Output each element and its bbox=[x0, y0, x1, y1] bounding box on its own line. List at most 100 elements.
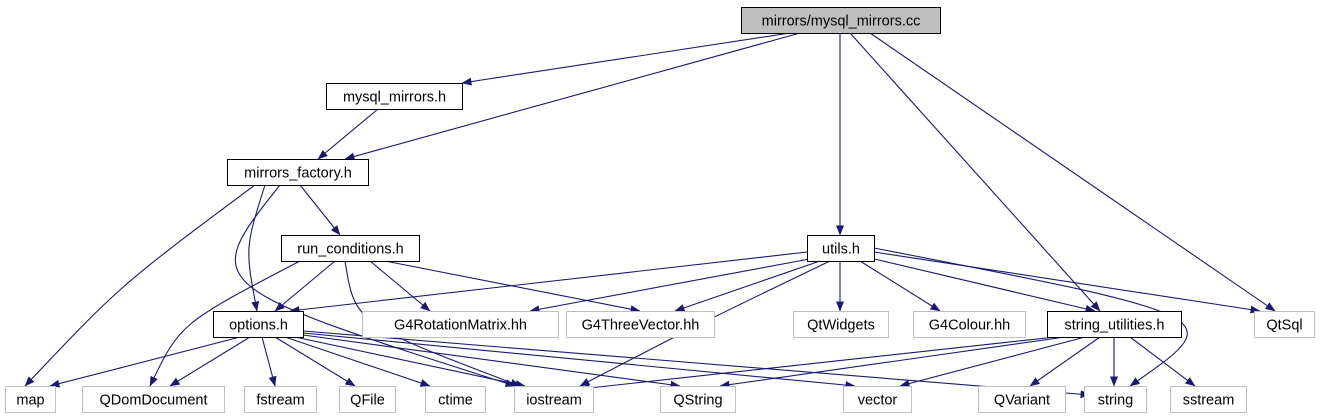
edge-run_conditions_h-to-QDomDocument bbox=[149, 260, 301, 387]
edge-mirrors_factory_h-to-options_h bbox=[248, 184, 266, 312]
node-box bbox=[213, 311, 304, 338]
node-box bbox=[244, 386, 317, 413]
node-box bbox=[843, 386, 912, 413]
node-box bbox=[978, 386, 1066, 413]
node-string: string bbox=[1084, 386, 1147, 413]
edge-options_h-to-ctime bbox=[284, 336, 431, 387]
node-QVariant: QVariant bbox=[978, 386, 1066, 413]
node-label: QtSql bbox=[1266, 318, 1302, 334]
edge-string_utilities_h-to-QVariant bbox=[1029, 336, 1101, 387]
edge-string_utilities_h-to-QString bbox=[719, 336, 1066, 389]
edge-string_utilities_h-to-iostream bbox=[579, 336, 1056, 392]
edge-utils_h-to-G4RotationMatrix_hh bbox=[529, 257, 816, 314]
node-box bbox=[660, 386, 736, 413]
node-box bbox=[326, 83, 463, 110]
node-label: mirrors/mysql_mirrors.cc bbox=[762, 14, 921, 30]
node-mirrors-factory-h[interactable]: mirrors_factory.h bbox=[227, 159, 369, 186]
edge-utils_h-to-G4Colour_hh bbox=[859, 260, 941, 312]
node-label: map bbox=[16, 393, 44, 409]
edge-mysql_mirrors_cc-to-string_utilities_h bbox=[849, 32, 1101, 312]
node-box bbox=[741, 7, 941, 34]
node-label: vector bbox=[858, 393, 898, 409]
nodes-layer: mirrors/mysql_mirrors.cc mysql_mirrors.hm… bbox=[5, 7, 1315, 413]
node-iostream: iostream bbox=[514, 386, 594, 413]
node-box bbox=[1047, 311, 1182, 338]
node-label: sstream bbox=[1183, 393, 1235, 409]
node-box bbox=[514, 386, 594, 413]
node-box bbox=[5, 386, 56, 413]
edge-utils_h-to-string_utilities_h bbox=[869, 257, 1096, 313]
node-map: map bbox=[5, 386, 56, 413]
node-label: options.h bbox=[229, 318, 288, 334]
node-mysql-mirrors-h[interactable]: mysql_mirrors.h bbox=[326, 83, 463, 110]
node-QDomDocument: QDomDocument bbox=[82, 386, 225, 413]
node-label: G4ThreeVector.hh bbox=[582, 318, 700, 334]
edge-run_conditions_h-to-options_h bbox=[274, 260, 336, 312]
node-string-utilities-h[interactable]: string_utilities.h bbox=[1047, 311, 1182, 338]
node-label: G4Colour.hh bbox=[929, 318, 1010, 334]
node-label: run_conditions.h bbox=[297, 242, 403, 258]
node-G4Colour-hh: G4Colour.hh bbox=[913, 311, 1026, 338]
node-box bbox=[339, 386, 396, 413]
node-label: fstream bbox=[256, 393, 304, 409]
edge-mirrors_factory_h-to-map bbox=[24, 184, 256, 387]
node-G4RotationMatrix-hh: G4RotationMatrix.hh bbox=[362, 311, 559, 338]
node-box bbox=[566, 311, 715, 338]
node-QtWidgets: QtWidgets bbox=[793, 311, 889, 338]
node-label: mirrors_factory.h bbox=[244, 166, 352, 182]
edge-utils_h-to-QtSql bbox=[873, 251, 1261, 314]
node-QFile: QFile bbox=[339, 386, 396, 413]
node-mysql-mirrors-cc[interactable]: mirrors/mysql_mirrors.cc bbox=[741, 7, 941, 34]
node-box bbox=[793, 311, 889, 338]
edge-options_h-to-QDomDocument bbox=[169, 336, 251, 387]
node-label: QVariant bbox=[994, 393, 1050, 409]
edge-mirrors_factory_h-to-run_conditions_h bbox=[299, 184, 341, 236]
node-G4ThreeVector-hh: G4ThreeVector.hh bbox=[566, 311, 715, 338]
edge-run_conditions_h-to-G4RotationMatrix_hh bbox=[369, 260, 431, 312]
node-label: utils.h bbox=[822, 242, 860, 258]
node-options-h[interactable]: options.h bbox=[213, 311, 304, 338]
node-run-conditions-h[interactable]: run_conditions.h bbox=[281, 235, 420, 262]
edge-options_h-to-QString bbox=[302, 334, 681, 389]
node-box bbox=[1170, 386, 1247, 413]
node-utils-h[interactable]: utils.h bbox=[807, 235, 875, 262]
node-fstream: fstream bbox=[244, 386, 317, 413]
node-label: ctime bbox=[438, 393, 473, 409]
node-label: mysql_mirrors.h bbox=[343, 90, 446, 106]
edge-string_utilities_h-to-sstream bbox=[1129, 336, 1196, 387]
node-box bbox=[913, 311, 1026, 338]
node-sstream: sstream bbox=[1170, 386, 1247, 413]
node-label: QString bbox=[673, 393, 722, 409]
node-vector: vector bbox=[843, 386, 912, 413]
node-box bbox=[362, 311, 559, 338]
edge-utils_h-to-options_h bbox=[289, 251, 808, 314]
node-label: QFile bbox=[350, 393, 385, 409]
node-label: string_utilities.h bbox=[1065, 318, 1165, 334]
edge-mysql_mirrors_cc-to-QtSql bbox=[869, 32, 1276, 312]
edge-options_h-to-fstream bbox=[261, 336, 277, 387]
node-box bbox=[227, 159, 369, 186]
node-label: QtWidgets bbox=[807, 318, 875, 334]
node-label: iostream bbox=[526, 393, 582, 409]
node-QString: QString bbox=[660, 386, 736, 413]
edges-layer bbox=[24, 32, 1276, 399]
edge-options_h-to-string bbox=[302, 330, 1091, 399]
node-box bbox=[425, 386, 486, 413]
edge-mysql_mirrors_cc-to-mysql_mirrors_h bbox=[461, 32, 791, 86]
node-box bbox=[281, 235, 420, 262]
node-label: G4RotationMatrix.hh bbox=[394, 318, 527, 334]
node-box bbox=[82, 386, 225, 413]
edge-mirrors_factory_h-to-iostream bbox=[234, 184, 516, 387]
node-box bbox=[1254, 311, 1315, 338]
edge-string_utilities_h-to-vector bbox=[899, 336, 1086, 388]
node-label: QDomDocument bbox=[100, 393, 208, 409]
edge-options_h-to-QFile bbox=[274, 336, 356, 387]
node-box bbox=[807, 235, 875, 262]
edge-mysql_mirrors_cc-to-mirrors_factory_h bbox=[344, 32, 801, 161]
edge-options_h-to-iostream bbox=[294, 336, 526, 388]
edge-mysql_mirrors_h-to-mirrors_factory_h bbox=[317, 108, 379, 160]
node-label: string bbox=[1098, 393, 1133, 409]
node-ctime: ctime bbox=[425, 386, 486, 413]
node-box bbox=[1084, 386, 1147, 413]
